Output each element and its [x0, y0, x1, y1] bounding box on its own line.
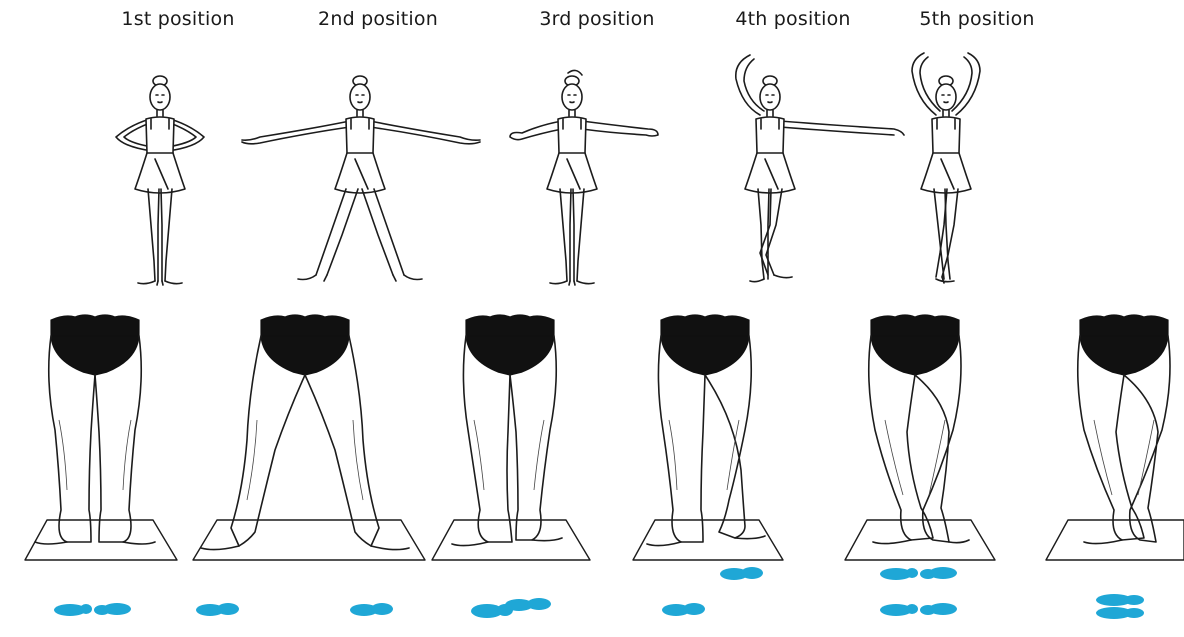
dancer-1st-position: [116, 76, 204, 285]
dancer-2nd-position: [242, 76, 480, 281]
footprint-icon-2a: [196, 603, 239, 616]
footprint-icon-4a: [720, 567, 763, 580]
legs-figure-3: [432, 315, 590, 560]
footprint-icon-5a: [880, 567, 957, 580]
footprint-icon-3: [471, 598, 551, 618]
footprint-icon-1: [54, 603, 131, 616]
legs-figure-2: [193, 315, 425, 560]
dancer-5th-position: [912, 53, 980, 283]
legs-figure-1: [25, 315, 177, 560]
legs-figure-5: [845, 315, 995, 560]
footprint-icon-2b: [350, 603, 393, 616]
dancer-4th-position: [736, 55, 904, 282]
legs-figure-6: [1046, 315, 1184, 560]
footprint-icon-6: [1096, 594, 1144, 619]
legs-figure-4: [633, 315, 783, 560]
footprint-icon-4b: [662, 603, 705, 616]
footprint-icon-5b: [880, 603, 957, 616]
dancer-3rd-position: [510, 70, 658, 285]
